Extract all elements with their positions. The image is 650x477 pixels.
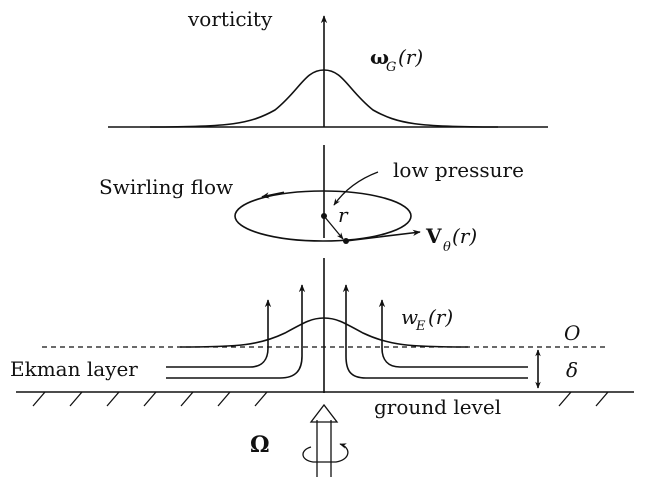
ekman-layer-label: Ekman layer <box>10 357 138 381</box>
origin-label: O <box>564 321 580 345</box>
w-e-argument: (r) <box>428 305 453 329</box>
rotation-vector <box>303 405 348 477</box>
ground-hatching <box>33 392 608 406</box>
omega-g-subscript: G <box>386 60 396 75</box>
vorticity-label: vorticity <box>187 7 273 31</box>
v-theta-arrow <box>346 232 420 241</box>
streamline-left-outer <box>166 285 302 378</box>
streamline-left-inner <box>166 300 268 367</box>
v-theta-argument: (r) <box>452 224 477 248</box>
rotation-arrowhead <box>311 405 337 422</box>
ekman-panel: w E (r) O δ Ekman layer ground level Ω <box>10 258 634 477</box>
low-pressure-label: low pressure <box>393 158 524 182</box>
w-e-label: w E (r) <box>401 305 453 334</box>
swirling-panel: low pressure Swirling flow r V θ (r) <box>99 145 524 255</box>
v-theta-symbol: V <box>425 224 442 248</box>
low-pressure-pointer <box>334 172 378 205</box>
swirling-flow-label: Swirling flow <box>99 175 233 199</box>
radius-label: r <box>338 203 349 227</box>
rotation-circular-arrow <box>303 444 348 462</box>
omega-g-label: ω G (r) <box>370 45 423 75</box>
v-theta-label: V θ (r) <box>425 224 477 255</box>
v-theta-subscript: θ <box>443 240 451 255</box>
omega-rotation-label: Ω <box>250 432 270 458</box>
streamline-right-outer <box>346 285 528 378</box>
ground-level-label: ground level <box>374 395 501 419</box>
vorticity-panel: vorticity ω G (r) <box>108 7 548 127</box>
omega-g-argument: (r) <box>398 45 423 69</box>
delta-label: δ <box>566 358 578 382</box>
w-e-subscript: E <box>415 319 426 334</box>
